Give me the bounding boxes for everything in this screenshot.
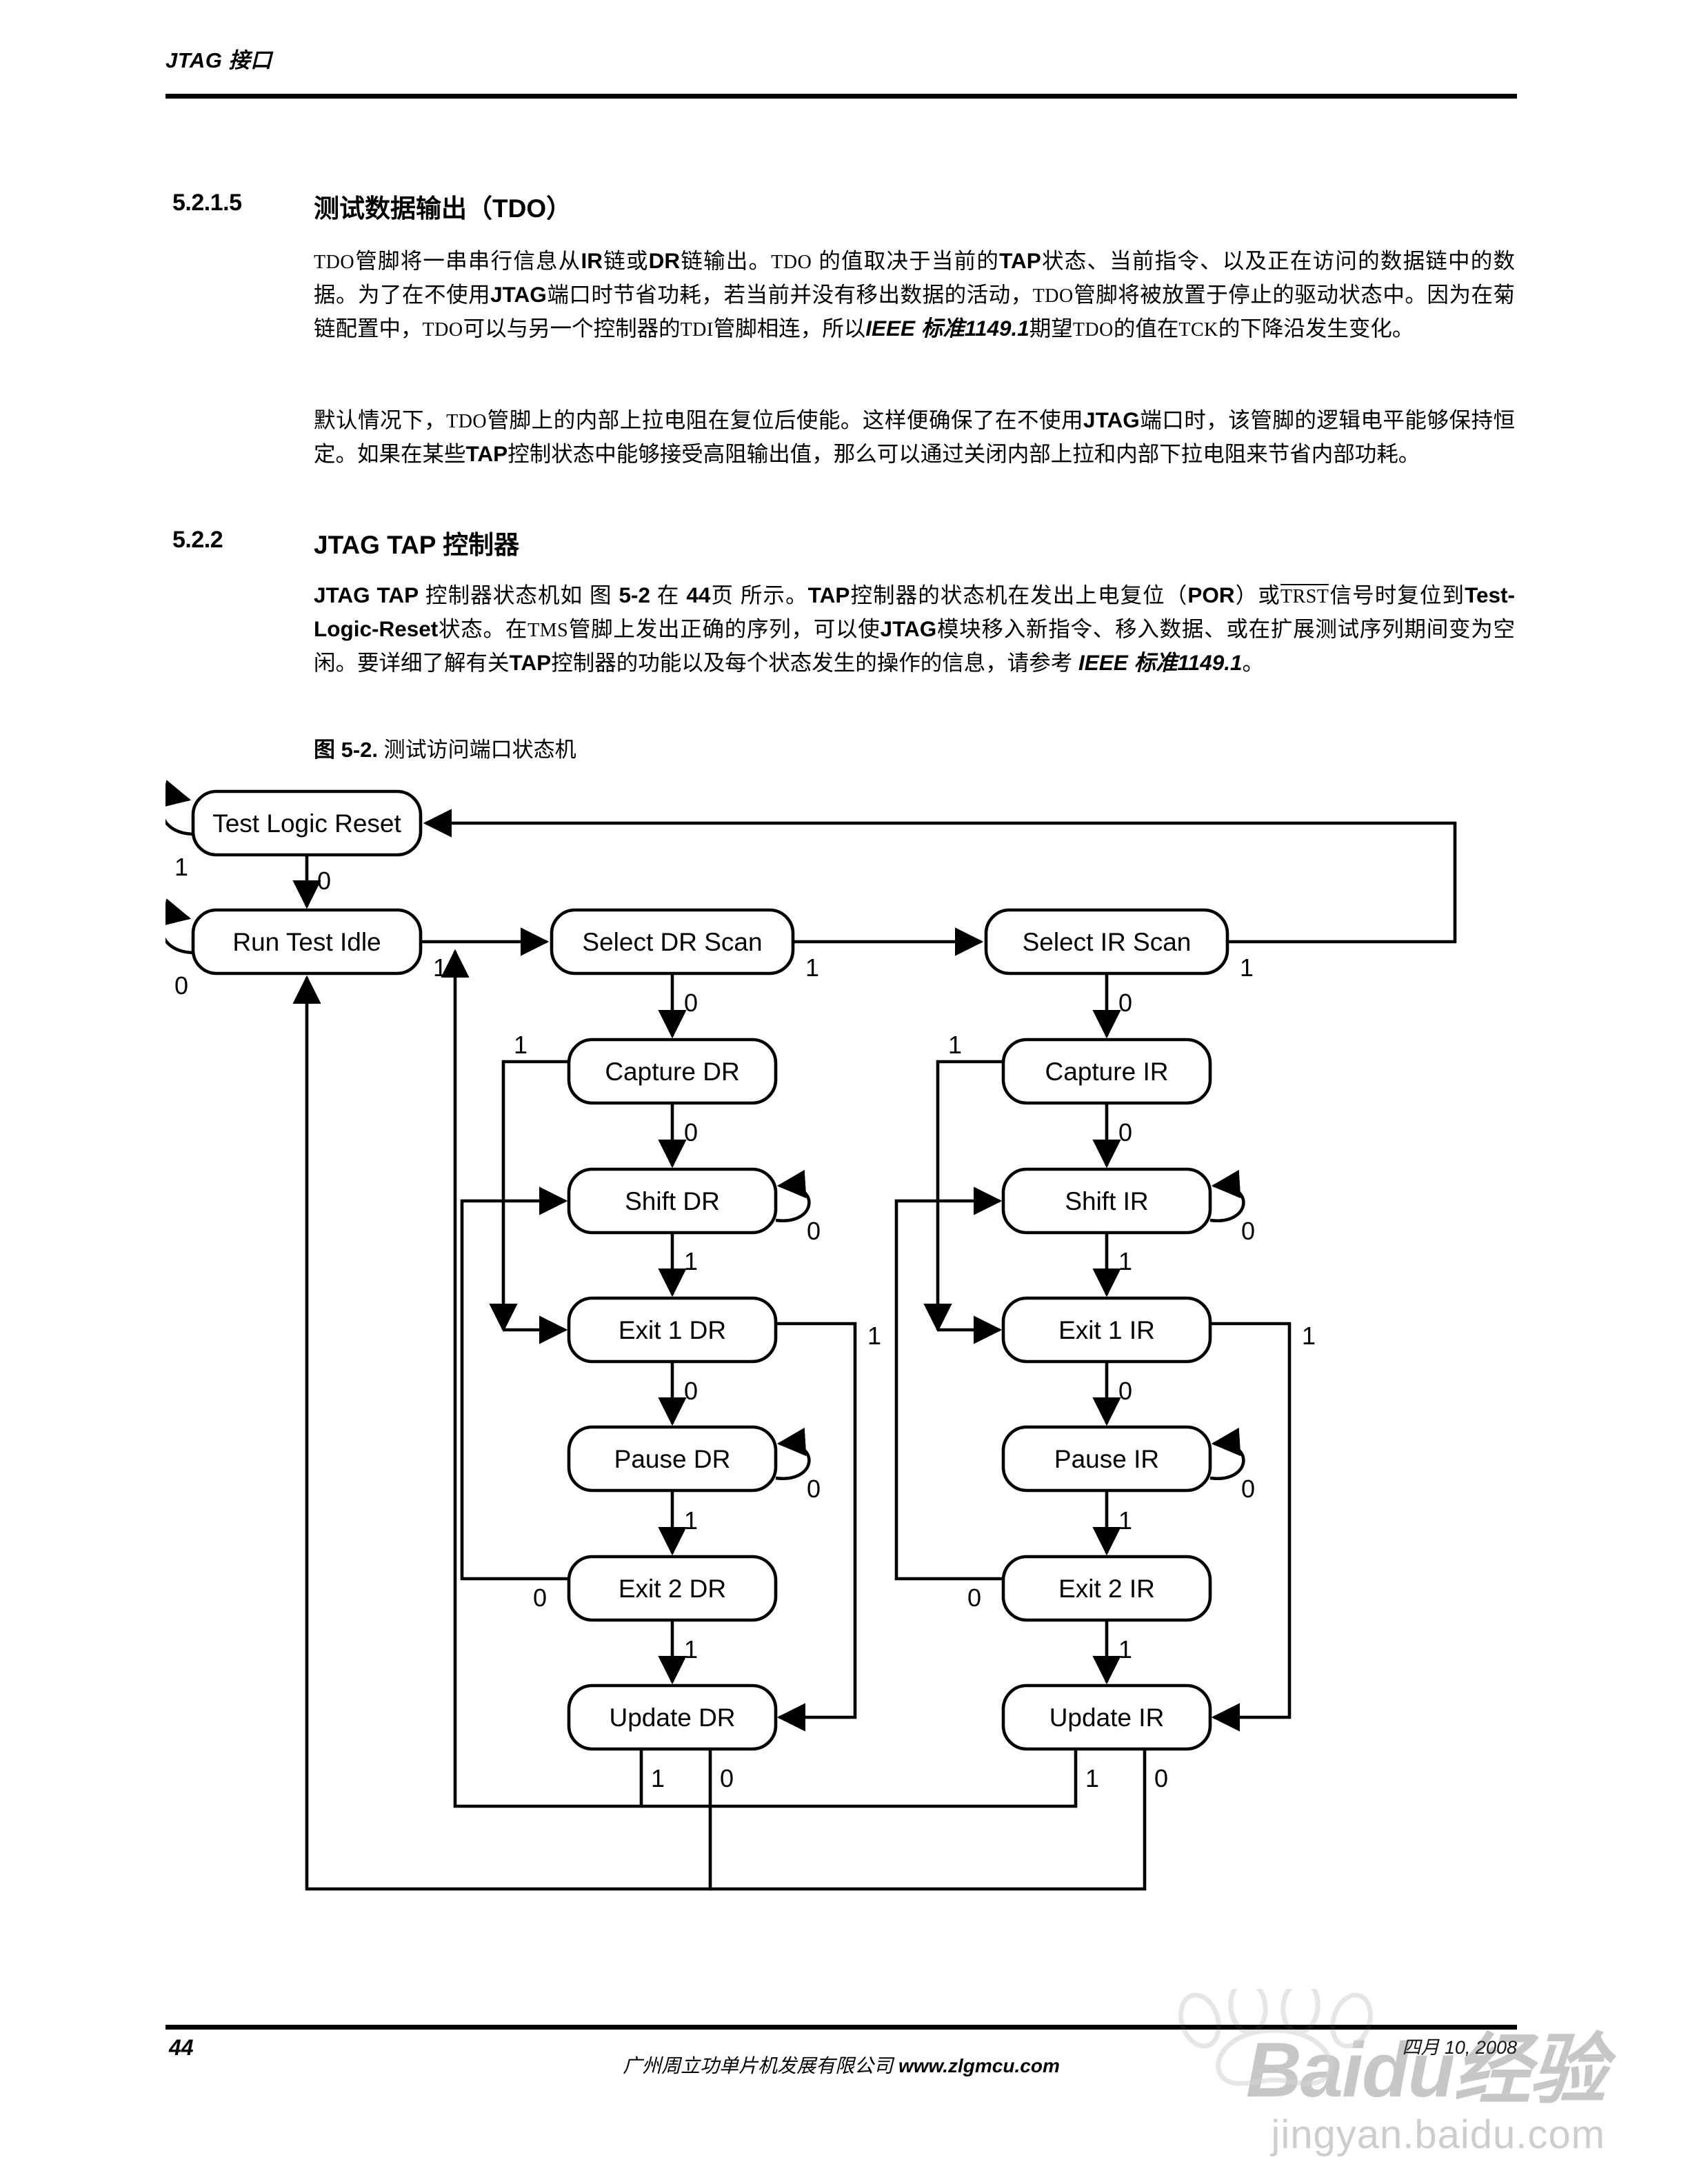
- edge-label-updateir-to-seldr: 1: [1085, 1764, 1099, 1792]
- edge-exit1dr-to-updatedr: [776, 1322, 857, 1732]
- state-label-pause-dr: Pause DR: [614, 1445, 731, 1473]
- edge-updatedr-to-seldr: [441, 949, 643, 1808]
- edge-label-exit2ir-to-updateir: 1: [1118, 1635, 1132, 1664]
- state-label-update-dr: Update DR: [609, 1703, 735, 1732]
- watermark-subtitle: jingyan.baidu.com: [1271, 2112, 1605, 2157]
- edge-label-capir-to-shiftir: 0: [1118, 1118, 1132, 1146]
- edge-exit2dr-to-shiftdr: [460, 1186, 569, 1581]
- edge-shiftdr-self: [775, 1169, 811, 1222]
- footer-website[interactable]: www.zlgmcu.com: [898, 2055, 1060, 2076]
- edge-capir-to-exit1ir: [923, 1060, 1003, 1333]
- edge-label-exit1dr-to-updatedr: 1: [867, 1322, 881, 1350]
- edge-label-rti-to-seldr: 1: [433, 953, 447, 982]
- state-label-pause-ir: Pause IR: [1054, 1445, 1159, 1473]
- edge-pausedr-self: [775, 1427, 811, 1480]
- edge-label-exit2dr-to-updatedr: 1: [684, 1635, 698, 1664]
- state-label-update-ir: Update IR: [1049, 1703, 1165, 1732]
- running-header: JTAG 接口: [165, 43, 1517, 74]
- state-label-capture-ir: Capture IR: [1045, 1058, 1169, 1086]
- footer-date: 四月 10, 2008: [1402, 2037, 1517, 2058]
- edge-label-exit2ir-to-shiftir: 0: [967, 1584, 981, 1612]
- edge-label-pausedr-self: 0: [807, 1475, 821, 1503]
- edge-capdr-to-exit1dr: [489, 1060, 569, 1333]
- edge-shiftir-self: [1209, 1169, 1245, 1222]
- edge-updatedr-to-rti: [292, 975, 712, 1891]
- state-label-shift-dr: Shift DR: [625, 1187, 720, 1215]
- edge-label-capir-to-exit1ir: 1: [948, 1031, 962, 1059]
- edge-exit1ir-to-updateir: [1210, 1322, 1292, 1732]
- figure-caption: 图 5-2. 测试访问端口状态机: [314, 732, 576, 763]
- edge-label-shiftdr-self: 0: [807, 1217, 821, 1245]
- paragraph-tdo-1: TDO管脚将一串串行信息从IR链或DR链输出。TDO 的值取决于当前的TAP状态…: [314, 248, 1515, 341]
- edge-label-exit1ir-to-updateir: 1: [1302, 1322, 1316, 1350]
- edge-selir-to-tlr: [423, 809, 1457, 944]
- edge-rti-self: [165, 898, 194, 955]
- edge-label-shiftdr-to-exit1dr: 1: [684, 1247, 698, 1275]
- state-label-capture-dr: Capture DR: [605, 1058, 739, 1086]
- edge-label-pauseir-to-exit2ir: 1: [1118, 1506, 1132, 1535]
- edge-label-selir-to-capir: 0: [1118, 989, 1132, 1017]
- state-label-select-ir-scan: Select IR Scan: [1023, 928, 1192, 956]
- header-title: JTAG 接口: [165, 48, 272, 72]
- footer-rule: [165, 2025, 1517, 2030]
- edge-label-pauseir-self: 0: [1241, 1475, 1255, 1503]
- edge-label-updateir-to-rti: 0: [1154, 1764, 1168, 1792]
- edge-exit2ir-to-shiftir: [894, 1186, 1003, 1581]
- edge-label-capdr-to-exit1dr: 1: [514, 1031, 528, 1059]
- section-title-522: JTAG TAP 控制器: [314, 531, 520, 559]
- paragraph-tdo-2: 默认情况下，TDO管脚上的内部上拉电阻在复位后使能。这样便确保了在不使用JTAG…: [314, 407, 1515, 466]
- edge-label-capdr-to-shiftdr: 0: [684, 1118, 698, 1146]
- edge-label-seldr-to-selir: 1: [805, 953, 819, 982]
- edge-label-tlr-to-rti: 0: [317, 867, 331, 895]
- footer-company: 广州周立功单片机发展有限公司: [623, 2055, 894, 2076]
- state-label-run-test-idle: Run Test Idle: [232, 928, 381, 956]
- state-label-test-logic-reset: Test Logic Reset: [212, 809, 401, 838]
- footer-company-line: 广州周立功单片机发展有限公司 www.zlgmcu.com: [165, 2051, 1517, 2079]
- edge-label-rti-self: 0: [174, 971, 188, 1000]
- footer-page-number: 44: [169, 2035, 194, 2060]
- edge-tlr-self: [165, 780, 194, 836]
- header-rule: [165, 94, 1517, 99]
- edge-pauseir-self: [1209, 1427, 1245, 1480]
- edge-label-exit2dr-to-shiftdr: 0: [533, 1584, 547, 1612]
- edge-label-seldr-to-capdr: 0: [684, 989, 698, 1017]
- state-label-select-dr-scan: Select DR Scan: [582, 928, 762, 956]
- edge-updateir-to-seldr: [641, 1749, 1078, 1808]
- state-box-update-dr: [567, 1684, 778, 1751]
- section-title-5215: 测试数据输出（TDO）: [314, 194, 572, 223]
- section-number-522: 5.2.2: [172, 527, 223, 553]
- state-label-exit2-dr: Exit 2 DR: [619, 1575, 726, 1603]
- edge-label-exit1dr-to-pausedr: 0: [684, 1377, 698, 1405]
- figure-caption-text: 测试访问端口状态机: [383, 738, 576, 762]
- figure-caption-label: 图 5-2.: [314, 738, 379, 762]
- tap-state-machine-diagram: Test Logic Reset Run Test Idle Select DR…: [165, 780, 1457, 1891]
- edge-label-updatedr-to-rti: 0: [720, 1764, 734, 1792]
- edge-label-updatedr-to-seldr: 1: [651, 1764, 665, 1792]
- state-label-shift-ir: Shift IR: [1065, 1187, 1148, 1215]
- paragraph-tap-1: JTAG TAP 控制器状态机如 图 5-2 在 44页 所示。TAP控制器的状…: [314, 583, 1515, 675]
- edge-label-selir-to-tlr: 1: [1240, 953, 1254, 982]
- state-label-exit1-ir: Exit 1 IR: [1058, 1316, 1155, 1344]
- edge-label-pausedr-to-exit2dr: 1: [684, 1506, 698, 1535]
- state-label-exit1-dr: Exit 1 DR: [619, 1316, 726, 1344]
- edge-updateir-to-rti: [710, 1749, 1147, 1891]
- section-number-5215: 5.2.1.5: [172, 190, 242, 216]
- edge-label-tlr-self: 1: [174, 853, 188, 881]
- state-label-exit2-ir: Exit 2 IR: [1058, 1575, 1155, 1603]
- edge-label-shiftir-self: 0: [1241, 1217, 1255, 1245]
- edge-label-shiftir-to-exit1ir: 1: [1118, 1247, 1132, 1275]
- edge-label-exit1ir-to-pauseir: 0: [1118, 1377, 1132, 1405]
- state-box-update-ir: [1001, 1684, 1212, 1751]
